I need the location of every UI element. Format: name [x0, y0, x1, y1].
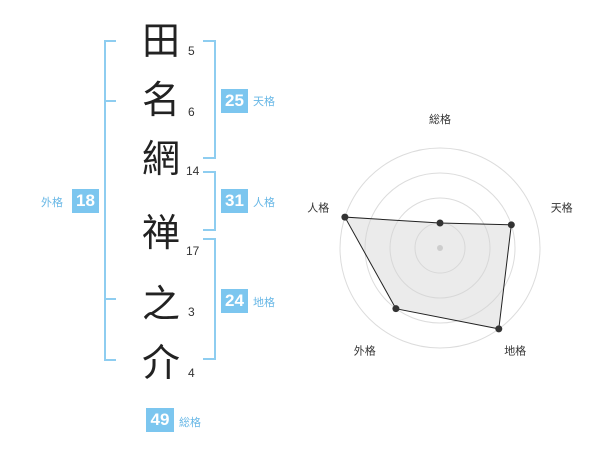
- soukaku-label: 総格: [179, 416, 201, 429]
- stroke-count-5: 3: [188, 305, 195, 319]
- jinkaku-label: 人格: [253, 196, 275, 209]
- name-char-5: 之: [141, 282, 180, 326]
- name-char-2: 名: [141, 78, 180, 122]
- gaikaku-bracket-top-cap: [104, 40, 116, 42]
- name-char-4: 禅: [141, 211, 180, 255]
- tenkaku-bracket-bottom-cap: [203, 157, 216, 159]
- tenkaku-bracket-top-cap: [203, 40, 216, 42]
- gaikaku-badge: 18: [72, 189, 99, 213]
- radar-axis-label-5: 人格: [307, 200, 329, 214]
- gaikaku-label: 外格: [41, 196, 63, 209]
- radar-center-dot: [437, 245, 443, 251]
- radar-point-2: [507, 221, 515, 229]
- radar-axis-label-4: 外格: [354, 344, 376, 358]
- tenkaku-badge: 25: [221, 89, 248, 113]
- radar-grid-ring: [364, 172, 516, 324]
- stroke-count-1: 5: [188, 44, 195, 58]
- jinkaku-badge: 31: [221, 189, 248, 213]
- radar-point-1: [436, 219, 444, 227]
- name-char-1: 田: [141, 19, 180, 63]
- chikaku-badge: 24: [221, 289, 248, 313]
- jinkaku-bracket-bottom-cap: [203, 229, 216, 231]
- stroke-count-3: 14: [186, 164, 200, 178]
- radar-axis-label-1: 総格: [429, 112, 451, 126]
- gaikaku-bracket-line: [104, 41, 106, 361]
- radar-point-5: [341, 213, 349, 221]
- chikaku-label: 地格: [253, 296, 275, 309]
- name-char-6: 介: [141, 341, 180, 385]
- jinkaku-bracket-line: [214, 172, 216, 230]
- radar-data-area: [344, 216, 512, 330]
- tenkaku-bracket-line: [214, 41, 216, 159]
- stroke-count-4: 17: [186, 244, 200, 258]
- radar-axis-label-2: 天格: [551, 200, 573, 214]
- radar-grid-ring: [339, 147, 541, 349]
- jinkaku-bracket-top-cap: [203, 171, 216, 173]
- stroke-count-6: 4: [188, 366, 195, 380]
- radar-point-4: [392, 305, 400, 313]
- radar-point-3: [495, 325, 503, 333]
- name-char-3: 網: [141, 137, 180, 181]
- gaikaku-bracket-tick: [104, 100, 116, 102]
- tenkaku-label: 天格: [253, 95, 275, 108]
- soukaku-badge: 49: [146, 408, 174, 432]
- stroke-count-2: 6: [188, 105, 195, 119]
- radar-axis-label-3: 地格: [504, 344, 526, 358]
- chikaku-bracket-bottom-cap: [203, 358, 216, 360]
- chikaku-bracket-line: [214, 239, 216, 359]
- radar-grid-ring: [389, 197, 491, 299]
- gaikaku-bracket-tick: [104, 298, 116, 300]
- gaikaku-bracket-bottom-cap: [104, 359, 116, 361]
- chikaku-bracket-top-cap: [203, 238, 216, 240]
